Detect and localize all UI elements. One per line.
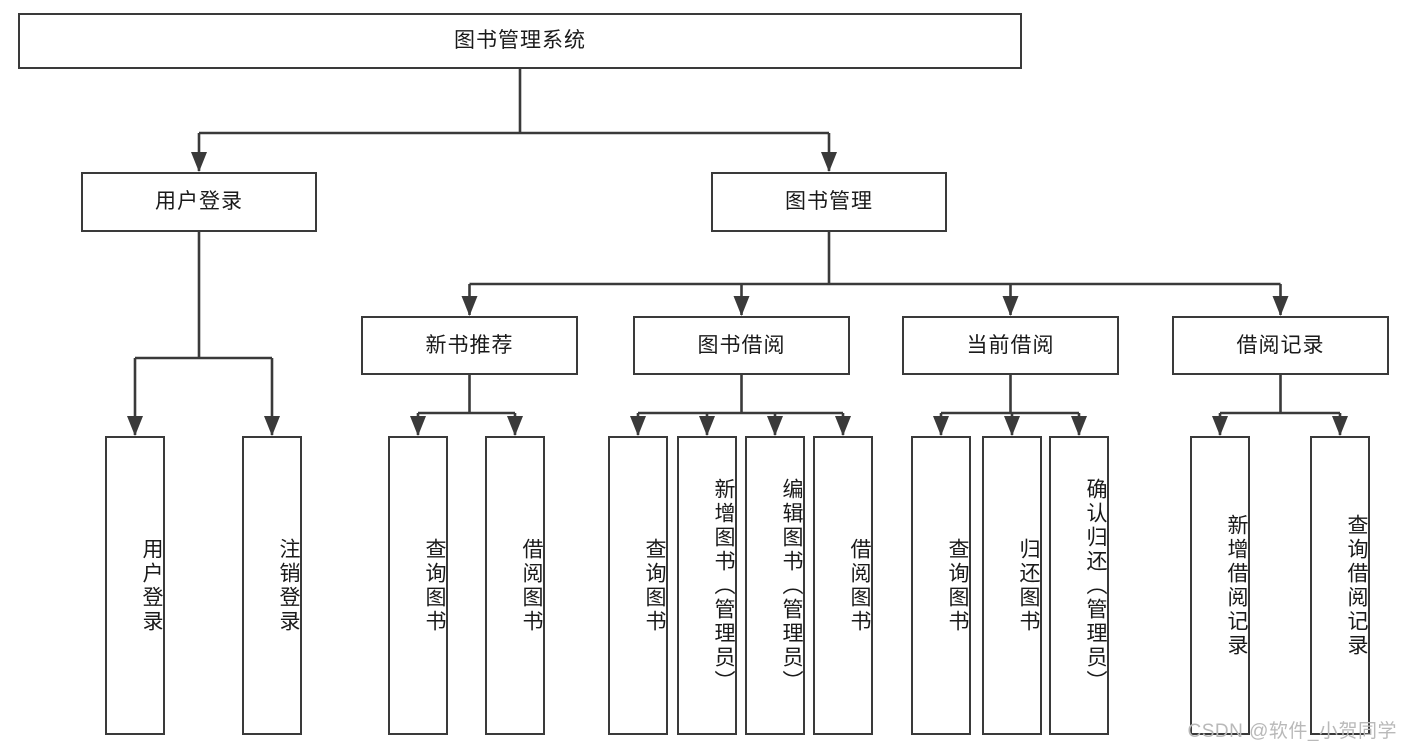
edge-arrowhead [630, 416, 646, 436]
node-l8[interactable]: 借阅图书 [813, 436, 873, 735]
node-bookmgmt[interactable]: 图书管理 [711, 172, 947, 232]
edge-arrowhead [1332, 416, 1348, 436]
node-label: 新增借阅记录 [1225, 513, 1248, 658]
node-l7[interactable]: 编辑图书（管理员） [745, 436, 805, 735]
node-current[interactable]: 当前借阅 [902, 316, 1119, 375]
node-l5[interactable]: 查询图书 [608, 436, 668, 735]
node-l6[interactable]: 新增图书（管理员） [677, 436, 737, 735]
edge-arrowhead [191, 152, 207, 172]
node-login[interactable]: 用户登录 [81, 172, 317, 232]
node-label: 编辑图书（管理员） [780, 477, 803, 694]
node-root[interactable]: 图书管理系统 [18, 13, 1022, 69]
node-borrow[interactable]: 图书借阅 [633, 316, 850, 375]
node-label: 查询图书 [423, 537, 446, 634]
edge-arrowhead [1272, 296, 1289, 316]
node-label: 图书管理 [785, 190, 873, 214]
node-label: 归还图书 [1017, 537, 1040, 634]
edge-arrowhead [410, 416, 426, 436]
node-label: 借阅图书 [520, 537, 543, 634]
edge-arrowhead [264, 416, 280, 436]
node-l3[interactable]: 查询图书 [388, 436, 448, 735]
node-label: 借阅记录 [1236, 333, 1325, 357]
edge-arrowhead [767, 416, 783, 436]
watermark: CSDN @软件_小贺同学 [1187, 721, 1397, 742]
edge-arrowhead [1002, 296, 1019, 316]
node-l2[interactable]: 注销登录 [242, 436, 302, 735]
edge-arrowhead [1212, 416, 1228, 436]
node-label: 查询图书 [946, 537, 969, 634]
edge-arrowhead [1004, 416, 1020, 436]
edge-arrowhead [835, 416, 851, 436]
node-label: 注销登录 [277, 537, 300, 634]
node-label: 查询图书 [643, 537, 666, 634]
node-l1[interactable]: 用户登录 [105, 436, 165, 735]
node-label: 用户登录 [140, 537, 163, 634]
edge-arrowhead [733, 296, 750, 316]
edge-arrowhead [821, 152, 837, 172]
node-label: 用户登录 [155, 190, 243, 214]
node-label: 确认归还（管理员） [1084, 477, 1107, 694]
node-label: 借阅图书 [848, 537, 871, 634]
node-label: 新增图书（管理员） [712, 477, 735, 694]
node-newbook[interactable]: 新书推荐 [361, 316, 578, 375]
node-l13[interactable]: 查询借阅记录 [1310, 436, 1370, 735]
node-l4[interactable]: 借阅图书 [485, 436, 545, 735]
edge-arrowhead [933, 416, 949, 436]
node-label: 当前借阅 [966, 333, 1055, 357]
edge-arrowhead [1071, 416, 1087, 436]
edge-arrowhead [461, 296, 478, 316]
node-label: 新书推荐 [425, 333, 514, 357]
node-l12[interactable]: 新增借阅记录 [1190, 436, 1250, 735]
node-label: 查询借阅记录 [1345, 513, 1368, 658]
node-l11[interactable]: 确认归还（管理员） [1049, 436, 1109, 735]
edge-arrowhead [507, 416, 523, 436]
node-records[interactable]: 借阅记录 [1172, 316, 1389, 375]
node-label: 图书管理系统 [454, 29, 586, 53]
node-l10[interactable]: 归还图书 [982, 436, 1042, 735]
edge-arrowhead [699, 416, 715, 436]
node-label: 图书借阅 [697, 333, 786, 357]
node-l9[interactable]: 查询图书 [911, 436, 971, 735]
edge-arrowhead [127, 416, 143, 436]
